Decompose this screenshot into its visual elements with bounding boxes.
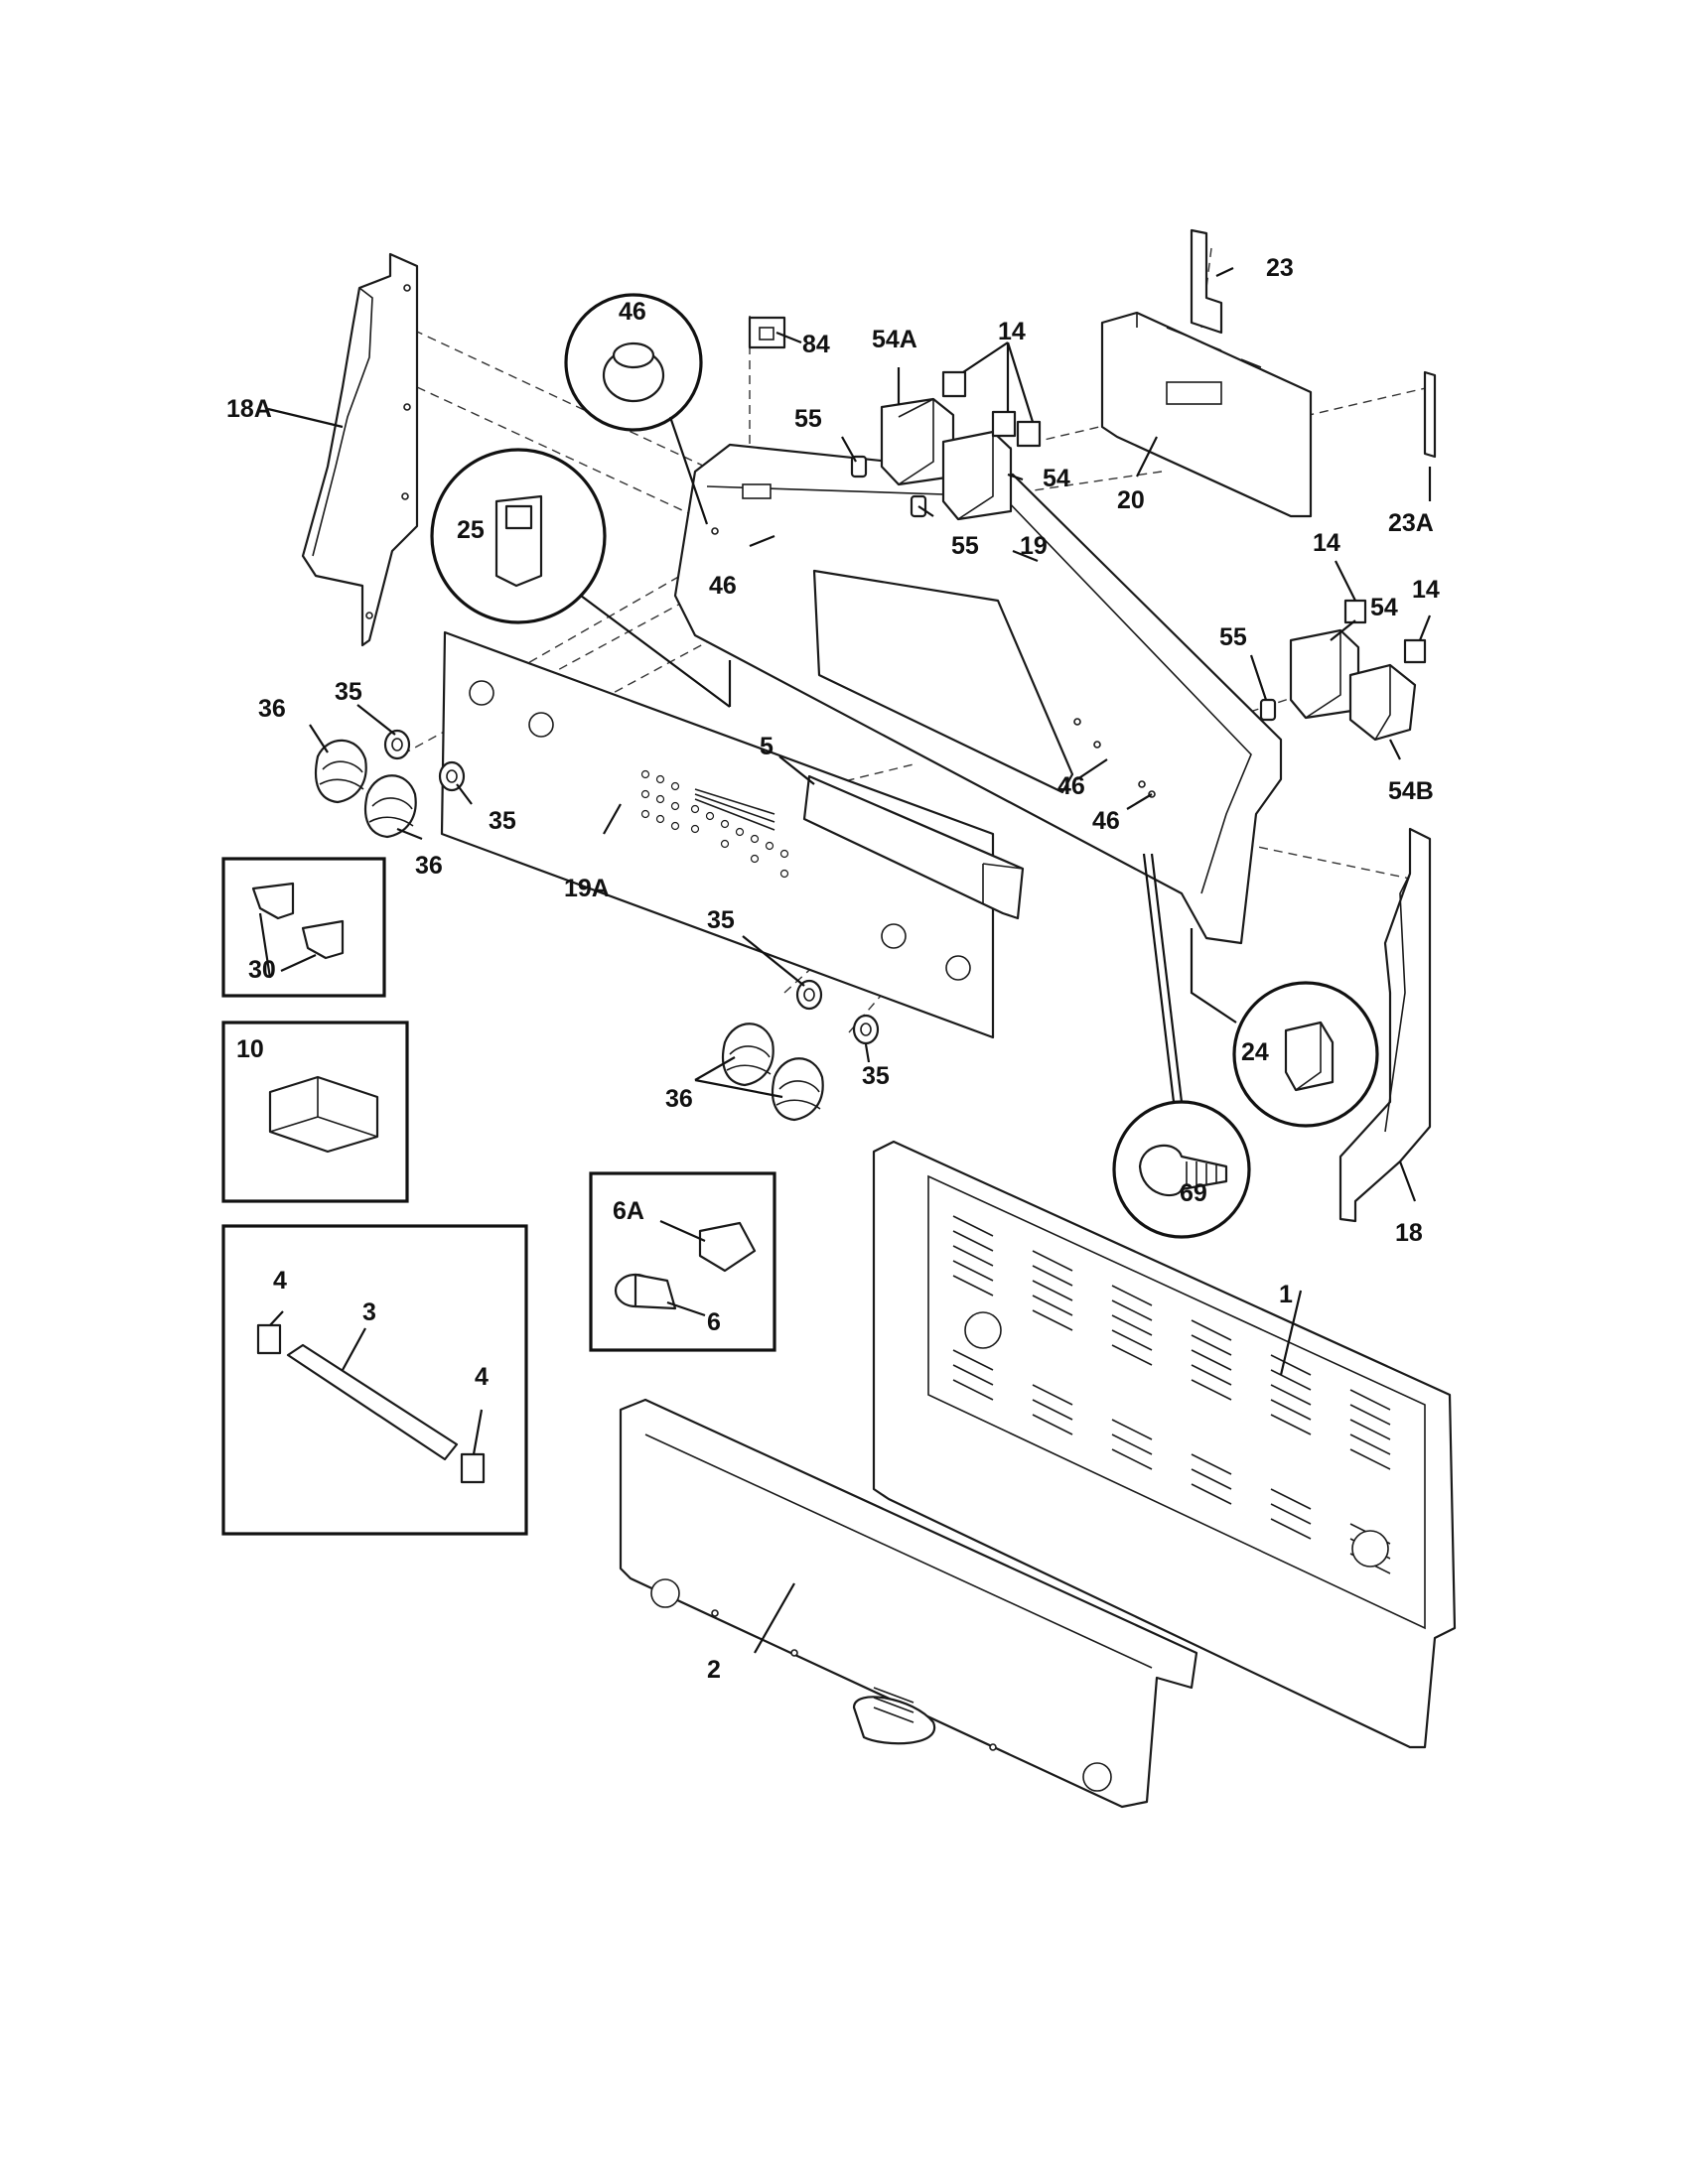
part-14-terminal (991, 410, 1017, 438)
part-14-terminal (1343, 599, 1367, 624)
bushing-35 (438, 760, 466, 792)
leader-lines (258, 267, 1432, 1654)
callout-19a: 19A (564, 875, 610, 902)
infinite-switches (748, 316, 1427, 742)
callout-6: 6 (707, 1308, 721, 1336)
part-14-terminal (941, 370, 967, 398)
knob-36 (363, 774, 417, 839)
callout-30: 30 (248, 956, 276, 984)
control-knobs (314, 729, 880, 1122)
callout-84: 84 (802, 331, 830, 358)
callout-5: 5 (760, 733, 774, 760)
callout-14: 14 (998, 318, 1026, 345)
inset-box-part-30 (221, 857, 386, 998)
part-54-switch (941, 430, 1013, 521)
part-14-terminal (1016, 420, 1042, 448)
callout-55: 55 (1219, 623, 1247, 651)
detail-circle-46 (564, 293, 709, 525)
part-2-trim (619, 1398, 1198, 1809)
part-14-terminal (1403, 638, 1427, 664)
callout-10: 10 (236, 1035, 264, 1063)
callout-14: 14 (1412, 576, 1440, 604)
callout-36: 36 (415, 852, 443, 880)
callout-36: 36 (665, 1085, 693, 1113)
detail-circle-69 (1112, 853, 1251, 1239)
callout-54: 54 (1370, 594, 1398, 621)
part-18-side-bracket (1338, 827, 1432, 1223)
part-23-bracket (1190, 228, 1223, 335)
callout-4: 4 (273, 1267, 287, 1295)
knob-36 (721, 1023, 774, 1087)
part-18a-side-bracket (301, 252, 419, 647)
callout-3: 3 (362, 1298, 376, 1326)
callout-18a: 18A (226, 395, 272, 423)
overlay-keypad-dots (640, 769, 789, 879)
part-54b-switch (1348, 663, 1417, 742)
callout-35: 35 (862, 1062, 890, 1090)
callout-23a: 23A (1388, 509, 1434, 537)
callout-18: 18 (1395, 1219, 1423, 1247)
callout-54b: 54B (1388, 777, 1434, 805)
part-23a-bracket (1423, 370, 1437, 459)
callout-46: 46 (619, 298, 646, 326)
part-1-back-panel (872, 1140, 1457, 1749)
part-19a-overlay-panel (440, 630, 995, 1039)
callout-14: 14 (1313, 529, 1340, 557)
bushing-35 (852, 1014, 880, 1045)
callout-19: 19 (1020, 532, 1048, 560)
callout-55: 55 (794, 405, 822, 433)
knob-36 (314, 739, 367, 804)
inset-box-parts-3-4 (221, 1224, 528, 1536)
callout-6a: 6A (613, 1197, 644, 1225)
callout-35: 35 (489, 807, 516, 835)
callout-23: 23 (1266, 254, 1294, 282)
callout-20: 20 (1117, 486, 1145, 514)
part-5-bezel (802, 774, 1025, 920)
inset-box-parts-6-6a (589, 1171, 776, 1352)
detail-circle-24 (1190, 928, 1379, 1128)
bushing-35 (795, 979, 823, 1011)
callout-55: 55 (951, 532, 979, 560)
bushing-35 (383, 729, 411, 760)
part-20-control-board (1100, 311, 1313, 518)
callout-35: 35 (335, 678, 362, 706)
detail-circle-25 (430, 448, 732, 708)
part-55-bracket (1259, 698, 1277, 722)
callout-labels: 18A 46 84 54A 14 23 55 54 20 23A 25 55 1… (226, 254, 1440, 1684)
callout-35: 35 (707, 906, 735, 934)
callout-25: 25 (457, 516, 485, 544)
inset-box-part-10 (221, 1021, 409, 1203)
callout-54a: 54A (872, 326, 917, 353)
callout-36: 36 (258, 695, 286, 723)
callout-69: 69 (1180, 1179, 1207, 1207)
knob-36 (771, 1057, 824, 1122)
callout-1: 1 (1279, 1281, 1293, 1308)
callout-54: 54 (1043, 465, 1070, 492)
callout-46: 46 (1092, 807, 1120, 835)
callout-24: 24 (1241, 1038, 1269, 1066)
callout-2: 2 (707, 1656, 721, 1684)
callout-46: 46 (1057, 772, 1085, 800)
callout-4: 4 (475, 1363, 489, 1391)
callout-46: 46 (709, 572, 737, 600)
part-54-switch (1289, 628, 1360, 720)
